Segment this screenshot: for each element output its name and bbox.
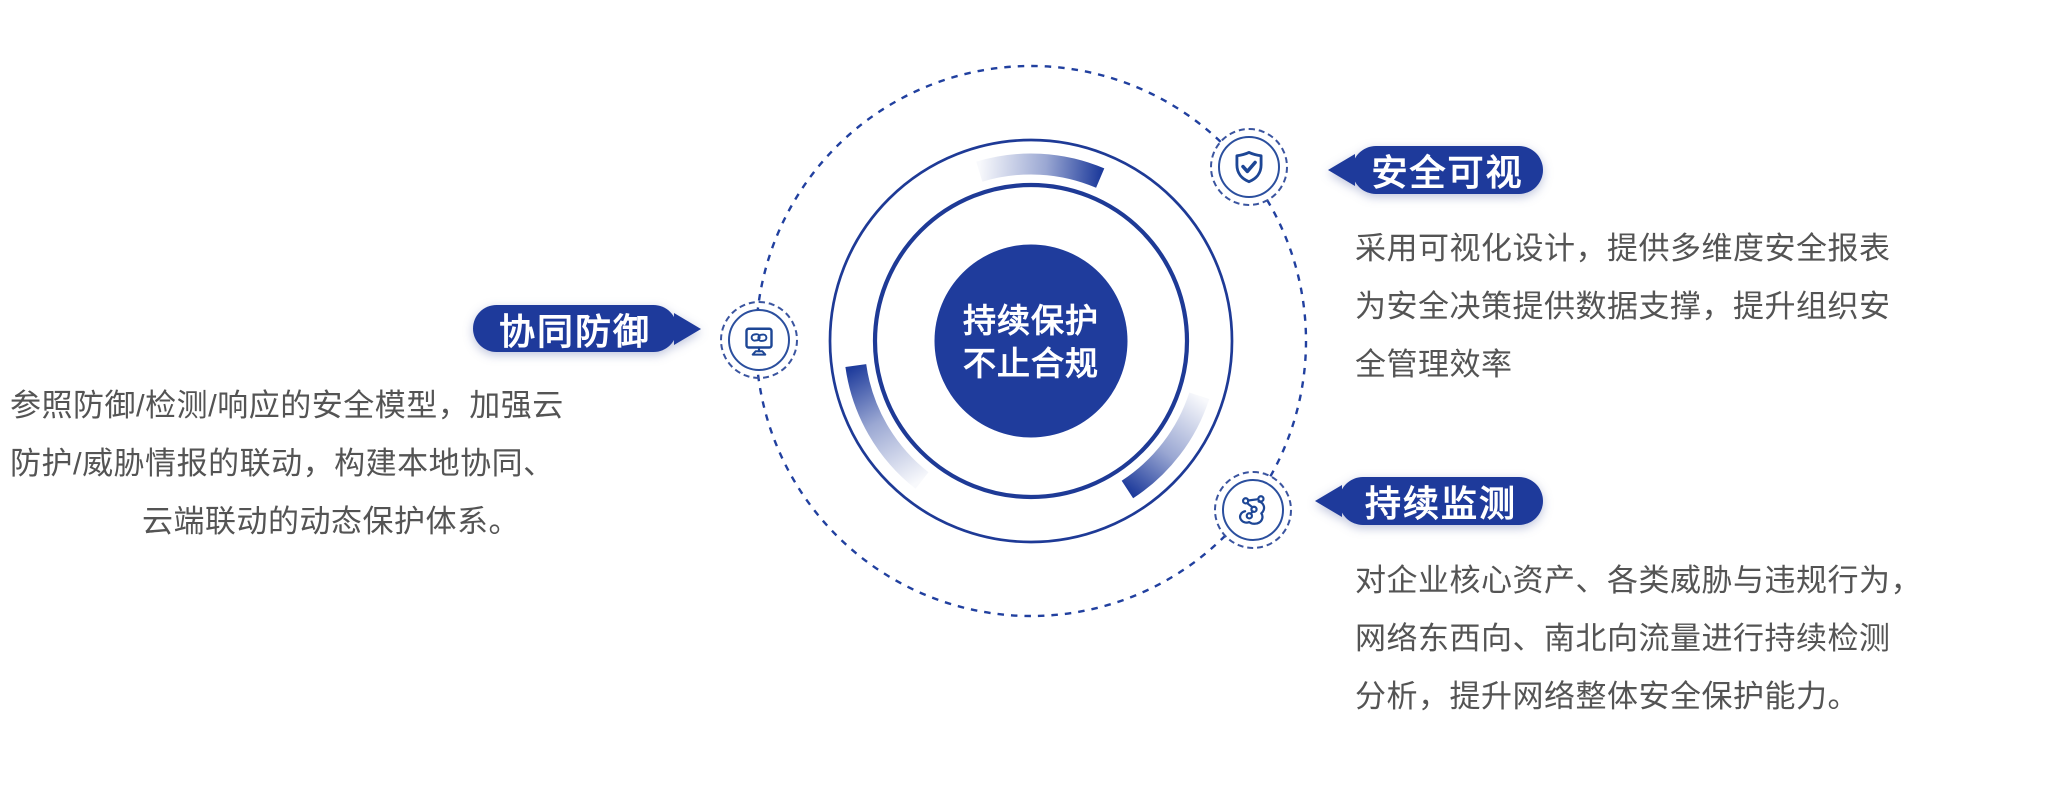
pill-collaborative-defense: 协同防御	[473, 305, 677, 352]
gradient-arc-bottom-right	[1121, 392, 1210, 499]
outer-ring	[828, 138, 1234, 544]
gradient-arc-top	[976, 153, 1105, 188]
node-continuous-monitoring	[1214, 471, 1292, 549]
description-line: 云端联动的动态保护体系。	[142, 504, 520, 539]
network-cloud-icon	[1238, 495, 1266, 525]
description-line: 网络东西向、南北向流量进行持续检测	[1355, 621, 1891, 656]
description-line: 对企业核心资产、各类威胁与违规行为，	[1355, 563, 1922, 598]
center-circle-text: 持续保护 不止合规	[881, 299, 1181, 385]
gradient-arc-bottom-left	[845, 363, 929, 489]
description-line: 参照防御/检测/响应的安全模型，加强云	[10, 388, 564, 423]
description-security-visibility: 采用可视化设计，提供多维度安全报表 为安全决策提供数据支撑，提升组织安 全管理效…	[1355, 220, 1915, 394]
pill-label: 协同防御	[498, 310, 651, 352]
center-circle	[934, 244, 1128, 438]
center-line-1: 持续保护	[963, 302, 1099, 339]
description-line: 为安全决策提供数据支撑，提升组织安	[1355, 289, 1891, 324]
monitor-link-icon	[745, 327, 773, 356]
node-circle	[728, 309, 790, 371]
description-line: 防护/威胁情报的联动，构建本地协同、	[10, 446, 555, 481]
node-security-visibility	[1210, 128, 1288, 206]
node-collaborative-defense	[720, 301, 798, 379]
node-circle	[1222, 479, 1284, 541]
shield-check-icon	[1235, 151, 1263, 184]
pill-label: 持续监测	[1364, 483, 1517, 524]
pill-label: 安全可视	[1371, 152, 1524, 193]
description-continuous-monitoring: 对企业核心资产、各类威胁与违规行为， 网络东西向、南北向流量进行持续检测 分析，…	[1355, 552, 1922, 726]
pill-continuous-monitoring: 持续监测	[1339, 477, 1543, 525]
dashed-orbit-circle	[754, 64, 1308, 618]
description-line: 全管理效率	[1355, 347, 1513, 382]
description-line: 分析，提升网络整体安全保护能力。	[1355, 679, 1859, 714]
pill-security-visibility: 安全可视	[1352, 146, 1543, 194]
description-line: 采用可视化设计，提供多维度安全报表	[1355, 231, 1891, 266]
node-circle	[1218, 136, 1280, 198]
center-line-2: 不止合规	[963, 345, 1099, 382]
inner-ring	[872, 182, 1190, 500]
description-collaborative-defense: 参照防御/检测/响应的安全模型，加强云 防护/威胁情报的联动，构建本地协同、 云…	[10, 377, 564, 551]
